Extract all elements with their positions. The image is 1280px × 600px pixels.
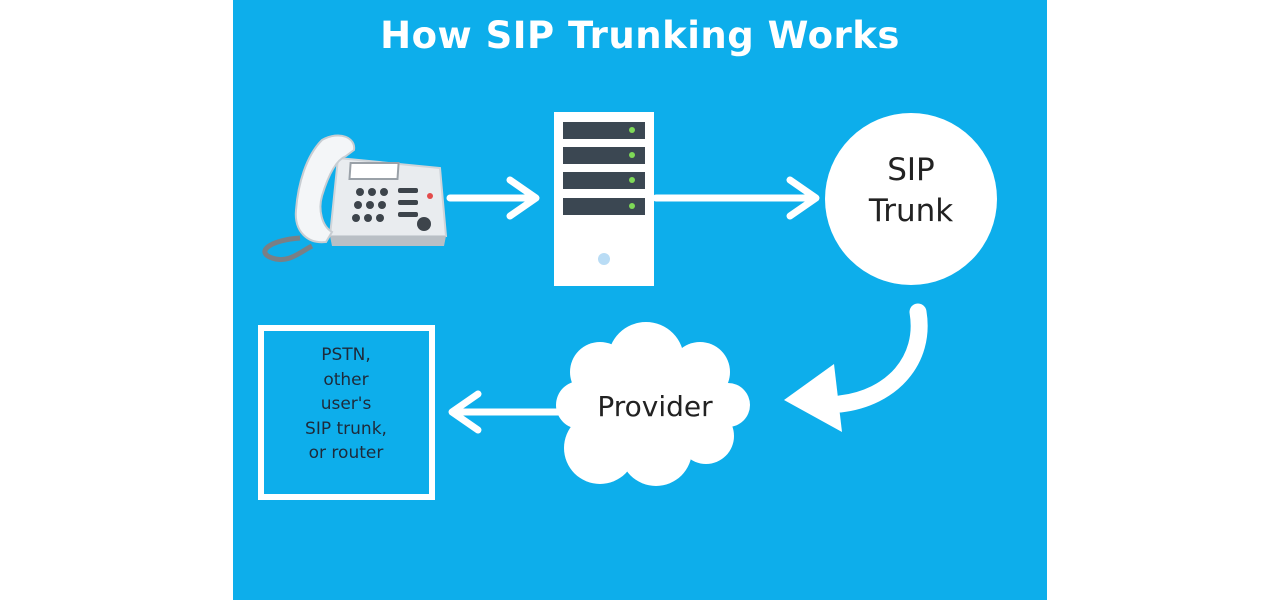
arrow-trunk-to-provider — [784, 303, 928, 432]
destination-line-2: other — [323, 369, 369, 390]
phone-handset — [294, 134, 356, 244]
sip-trunk-circle — [825, 113, 997, 285]
server-slot-2 — [563, 147, 645, 164]
sip-trunk-label: SIP Trunk — [826, 150, 996, 232]
sip-trunk-label-line-1: SIP — [887, 152, 935, 188]
provider-cloud — [556, 322, 750, 486]
server-slot-3 — [563, 172, 645, 189]
arrow-phone-to-server — [446, 176, 540, 220]
destination-label: PSTN, other user's SIP trunk, or router — [268, 343, 424, 466]
desk-phone-icon — [262, 134, 448, 262]
server-led-3 — [629, 177, 635, 183]
server-rack-icon — [554, 112, 654, 286]
provider-label: Provider — [597, 390, 713, 423]
diagram-title: How SIP Trunking Works — [380, 14, 900, 57]
phone-cord — [262, 235, 314, 262]
phone-base-edge — [330, 236, 446, 246]
server-led-4 — [629, 203, 635, 209]
server-power-button — [598, 253, 610, 265]
server-led-1 — [629, 127, 635, 133]
arrow-provider-to-destination — [448, 390, 564, 434]
phone-keypad — [352, 188, 418, 222]
destination-line-3: user's — [320, 394, 372, 414]
server-slot-4 — [563, 198, 645, 215]
phone-indicator-light — [427, 193, 433, 199]
sip-trunk-label-line-2: Trunk — [868, 193, 954, 229]
destination-line-4: SIP trunk, — [305, 418, 387, 439]
server-slot-1 — [563, 122, 645, 139]
arrow-server-to-trunk — [652, 176, 820, 220]
destination-box — [258, 325, 435, 500]
server-led-2 — [629, 152, 635, 158]
destination-line-1: PSTN, — [321, 345, 371, 365]
phone-display — [348, 162, 400, 180]
phone-dial-button — [417, 217, 431, 231]
destination-line-5: or router — [308, 443, 384, 463]
